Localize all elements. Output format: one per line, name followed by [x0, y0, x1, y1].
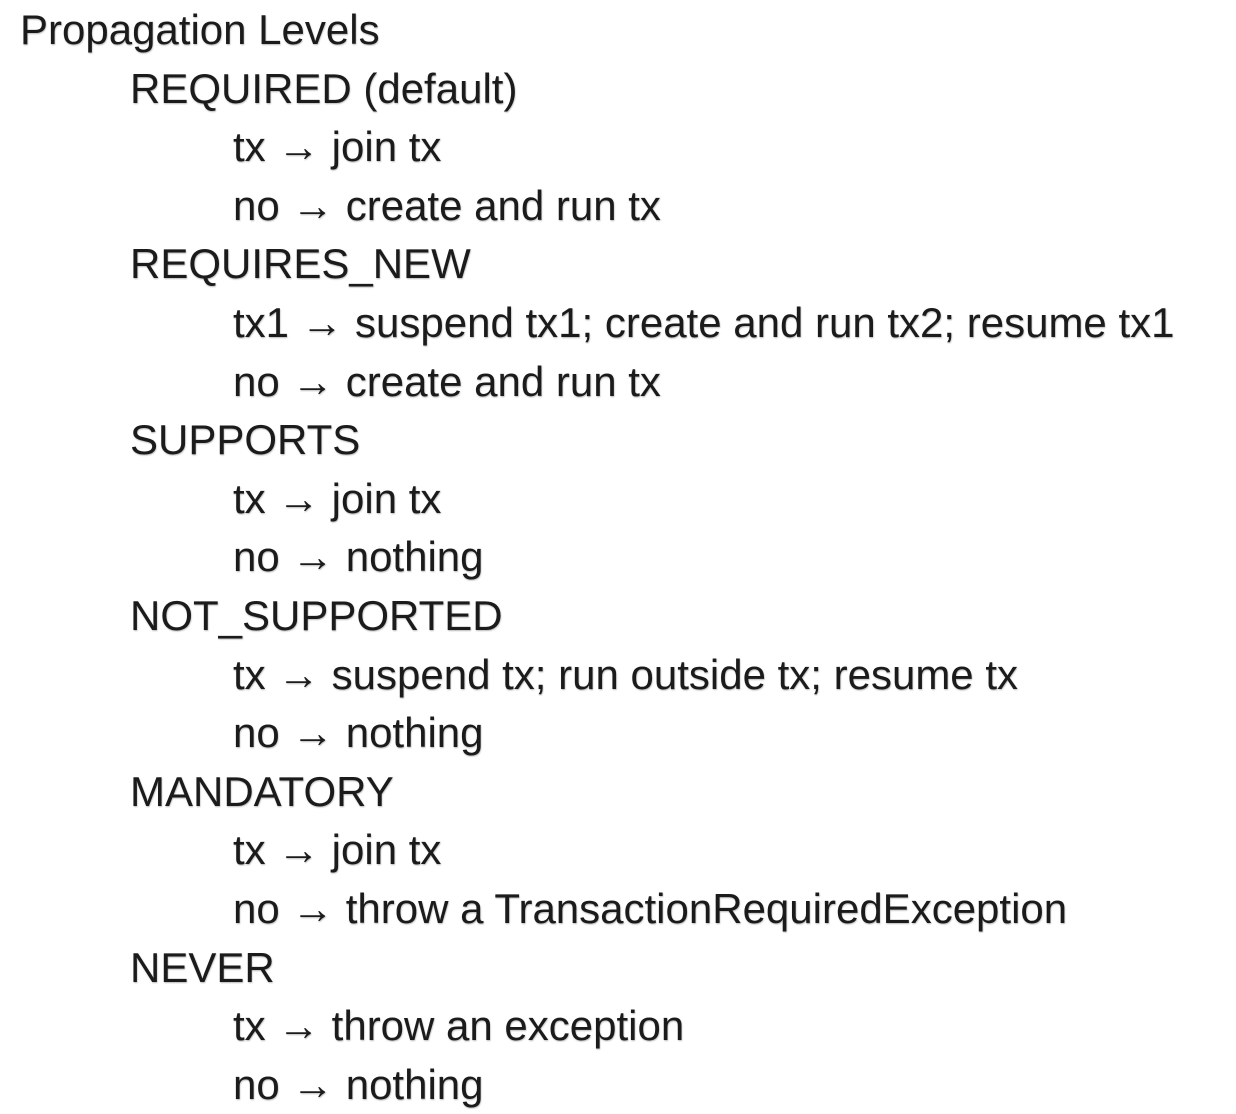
- rule-line: no→throw a TransactionRequiredException: [20, 880, 1236, 939]
- rule-condition: no: [233, 709, 280, 757]
- section-heading-requires-new: REQUIRES_NEW: [130, 240, 471, 288]
- rule-line: tx→join tx: [20, 118, 1236, 177]
- right-arrow-icon: →: [291, 357, 334, 405]
- right-arrow-icon: →: [301, 298, 344, 346]
- rule-line: tx→throw an exception: [20, 997, 1236, 1056]
- right-arrow-icon: →: [277, 123, 320, 171]
- section-heading-mandatory: MANDATORY: [130, 767, 394, 815]
- rule-result: join tx: [331, 123, 442, 171]
- rule-line: tx→join tx: [20, 821, 1236, 880]
- rule-condition: no: [233, 181, 280, 229]
- rule-line: tx→join tx: [20, 470, 1236, 529]
- rule-condition: no: [233, 1060, 280, 1108]
- rule-result: nothing: [345, 1060, 484, 1108]
- rule-result: create and run tx: [345, 181, 661, 229]
- rule-line: tx1→suspend tx1; create and run tx2; res…: [20, 294, 1236, 353]
- section-heading-not-supported: NOT_SUPPORTED: [130, 591, 503, 639]
- rule-condition: tx: [233, 474, 266, 522]
- right-arrow-icon: →: [291, 884, 334, 932]
- rule-condition: no: [233, 357, 280, 405]
- rule-result: throw a TransactionRequiredException: [345, 884, 1068, 932]
- rule-condition: tx1: [233, 298, 290, 346]
- rule-condition: no: [233, 533, 280, 581]
- right-arrow-icon: →: [291, 181, 334, 229]
- rule-line: no→create and run tx: [20, 353, 1236, 412]
- right-arrow-icon: →: [277, 826, 320, 874]
- right-arrow-icon: →: [277, 474, 320, 522]
- right-arrow-icon: →: [291, 709, 334, 757]
- rule-line: no→nothing: [20, 1056, 1236, 1114]
- right-arrow-icon: →: [291, 1060, 334, 1108]
- right-arrow-icon: →: [277, 650, 320, 698]
- rule-result: join tx: [331, 474, 442, 522]
- rule-line: tx→suspend tx; run outside tx; resume tx: [20, 646, 1236, 705]
- right-arrow-icon: →: [277, 1002, 320, 1050]
- rule-line: no→nothing: [20, 704, 1236, 763]
- page-title: Propagation Levels: [20, 6, 380, 53]
- rule-result: suspend tx1; create and run tx2; resume …: [355, 298, 1175, 346]
- rule-condition: tx: [233, 826, 266, 874]
- rule-result: nothing: [345, 533, 484, 581]
- rule-result: create and run tx: [345, 357, 661, 405]
- right-arrow-icon: →: [291, 533, 334, 581]
- rule-result: throw an exception: [331, 1002, 685, 1050]
- rule-line: no→create and run tx: [20, 177, 1236, 236]
- section-heading-required: REQUIRED (default): [130, 64, 518, 112]
- rule-condition: tx: [233, 123, 266, 171]
- rule-result: nothing: [345, 709, 484, 757]
- rule-result: join tx: [331, 826, 442, 874]
- rule-condition: tx: [233, 650, 266, 698]
- rule-condition: no: [233, 884, 280, 932]
- section-heading-never: NEVER: [130, 943, 275, 991]
- rule-condition: tx: [233, 1002, 266, 1050]
- section-heading-supports: SUPPORTS: [130, 416, 361, 464]
- rule-line: no→nothing: [20, 528, 1236, 587]
- rule-result: suspend tx; run outside tx; resume tx: [331, 650, 1019, 698]
